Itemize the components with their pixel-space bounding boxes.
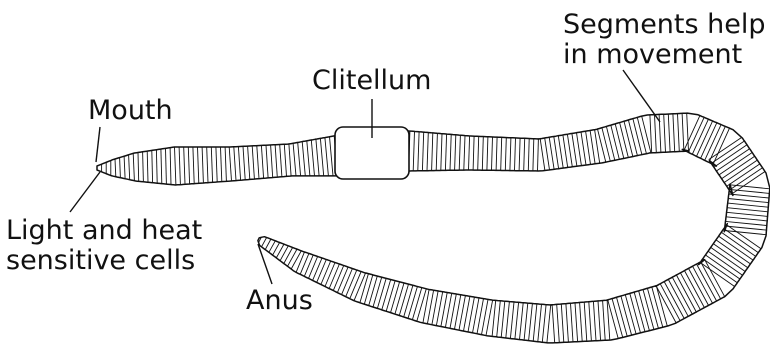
mouth-label: Mouth xyxy=(88,96,173,126)
segments-label: Segments help in movement xyxy=(563,10,766,70)
light-sensitive-label-line-1: Light and heat xyxy=(6,216,202,246)
light-sensitive-label-line-2: sensitive cells xyxy=(6,246,202,276)
clitellum-label: Clitellum xyxy=(312,66,431,96)
light-sensitive-label: Light and heat sensitive cells xyxy=(6,216,202,276)
anus-label: Anus xyxy=(246,286,313,316)
segments-pointer xyxy=(623,70,660,122)
light-sensitive-pointer xyxy=(70,172,100,212)
mouth-pointer xyxy=(96,127,100,162)
segments-label-line-1: Segments help xyxy=(563,10,766,40)
segments-label-line-2: in movement xyxy=(563,40,766,70)
